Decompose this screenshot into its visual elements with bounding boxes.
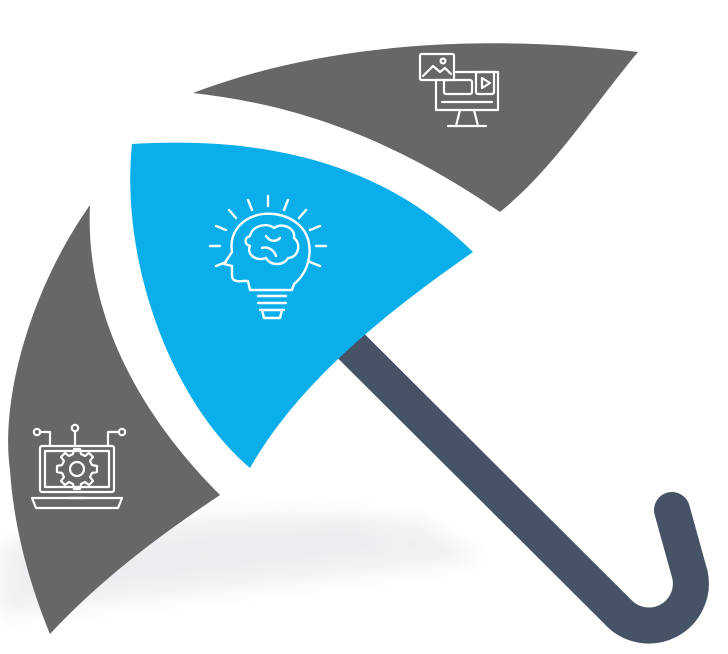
monitor-media-icon bbox=[418, 52, 500, 128]
umbrella-handle bbox=[317, 312, 709, 644]
panel-left bbox=[8, 205, 220, 634]
panel-top bbox=[193, 43, 638, 213]
panel-middle bbox=[130, 142, 474, 469]
laptop-gear-icon bbox=[30, 423, 127, 510]
brain-lightbulb-icon bbox=[208, 194, 328, 320]
